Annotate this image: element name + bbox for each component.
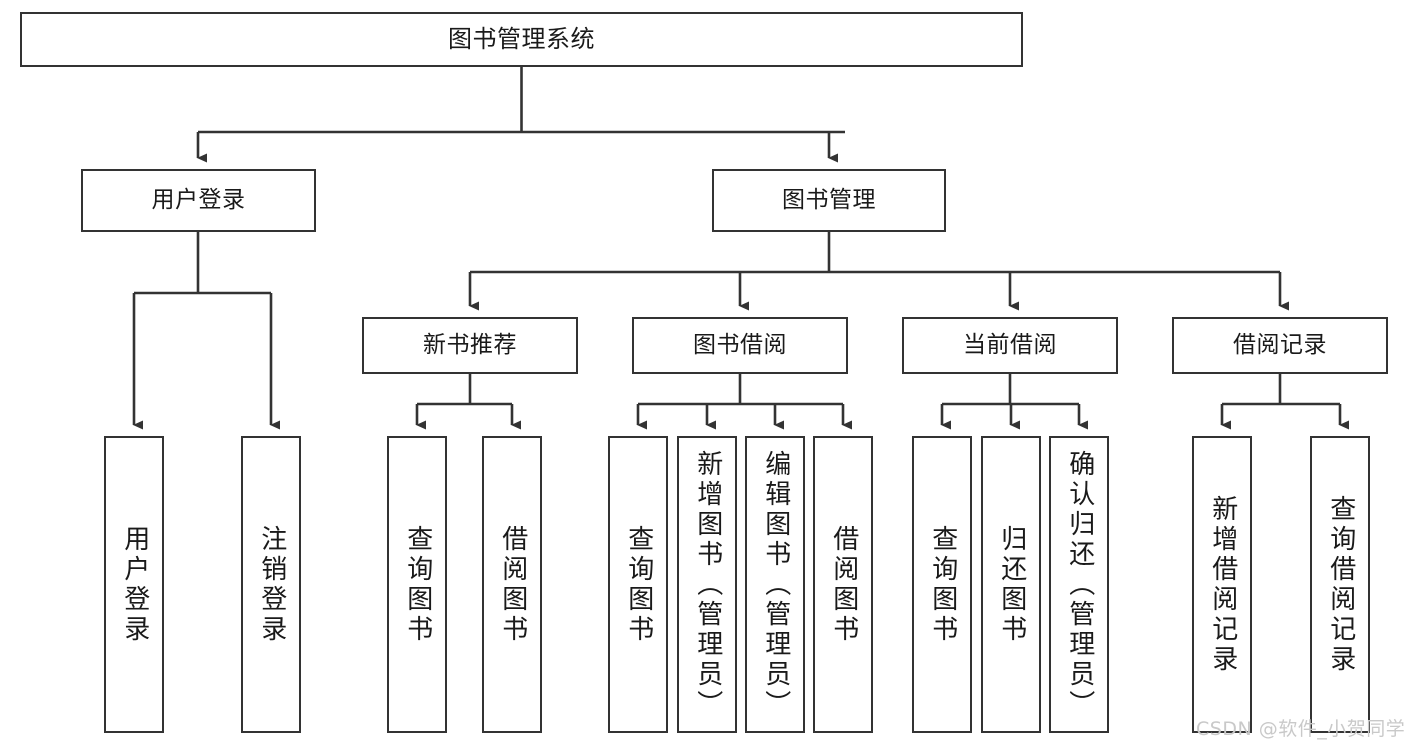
leaf-query-book-rec-label: 查询图书 bbox=[402, 524, 433, 645]
node-root-label: 图书管理系统 bbox=[448, 25, 595, 54]
node-current-borrow[interactable]: 当前借阅 bbox=[902, 317, 1118, 374]
leaf-confirm-return-admin[interactable]: 确认归还（管理员） bbox=[1049, 436, 1109, 733]
leaf-logout[interactable]: 注销登录 bbox=[241, 436, 301, 733]
leaf-borrow-book-rec-label: 借阅图书 bbox=[497, 524, 528, 645]
leaf-return-book[interactable]: 归还图书 bbox=[981, 436, 1041, 733]
leaf-add-book-admin-label: 新增图书（管理员） bbox=[692, 449, 723, 720]
leaf-query-book-current-label: 查询图书 bbox=[927, 524, 958, 645]
leaf-query-book-current[interactable]: 查询图书 bbox=[912, 436, 972, 733]
leaf-query-book-borrow-label: 查询图书 bbox=[623, 524, 654, 645]
leaf-query-book-rec[interactable]: 查询图书 bbox=[387, 436, 447, 733]
node-book-borrow-label: 图书借阅 bbox=[693, 331, 787, 358]
node-book-management-label: 图书管理 bbox=[782, 186, 876, 213]
node-borrow-record-label: 借阅记录 bbox=[1233, 331, 1327, 358]
leaf-query-book-borrow[interactable]: 查询图书 bbox=[608, 436, 668, 733]
node-root[interactable]: 图书管理系统 bbox=[20, 12, 1023, 67]
leaf-query-borrow-record[interactable]: 查询借阅记录 bbox=[1310, 436, 1370, 733]
leaf-borrow-book-label: 借阅图书 bbox=[828, 524, 859, 645]
leaf-add-borrow-record[interactable]: 新增借阅记录 bbox=[1192, 436, 1252, 733]
node-current-borrow-label: 当前借阅 bbox=[963, 331, 1057, 358]
leaf-confirm-return-admin-label: 确认归还（管理员） bbox=[1064, 449, 1095, 720]
csdn-watermark: CSDN @软件_小贺同学 bbox=[1196, 718, 1405, 740]
leaf-user-login-label: 用户登录 bbox=[119, 524, 150, 645]
leaf-return-book-label: 归还图书 bbox=[996, 524, 1027, 645]
leaf-edit-book-admin-label: 编辑图书（管理员） bbox=[760, 449, 791, 720]
node-borrow-record[interactable]: 借阅记录 bbox=[1172, 317, 1388, 374]
leaf-edit-book-admin[interactable]: 编辑图书（管理员） bbox=[745, 436, 805, 733]
node-book-borrow[interactable]: 图书借阅 bbox=[632, 317, 848, 374]
node-book-management[interactable]: 图书管理 bbox=[712, 169, 946, 232]
leaf-borrow-book[interactable]: 借阅图书 bbox=[813, 436, 873, 733]
leaf-query-borrow-record-label: 查询借阅记录 bbox=[1325, 494, 1356, 675]
leaf-logout-label: 注销登录 bbox=[256, 524, 287, 645]
leaf-user-login[interactable]: 用户登录 bbox=[104, 436, 164, 733]
leaf-add-book-admin[interactable]: 新增图书（管理员） bbox=[677, 436, 737, 733]
node-user-login[interactable]: 用户登录 bbox=[81, 169, 316, 232]
leaf-add-borrow-record-label: 新增借阅记录 bbox=[1207, 494, 1238, 675]
node-new-book-recommend[interactable]: 新书推荐 bbox=[362, 317, 578, 374]
leaf-borrow-book-rec[interactable]: 借阅图书 bbox=[482, 436, 542, 733]
node-user-login-label: 用户登录 bbox=[151, 186, 246, 213]
node-new-book-recommend-label: 新书推荐 bbox=[423, 331, 517, 358]
